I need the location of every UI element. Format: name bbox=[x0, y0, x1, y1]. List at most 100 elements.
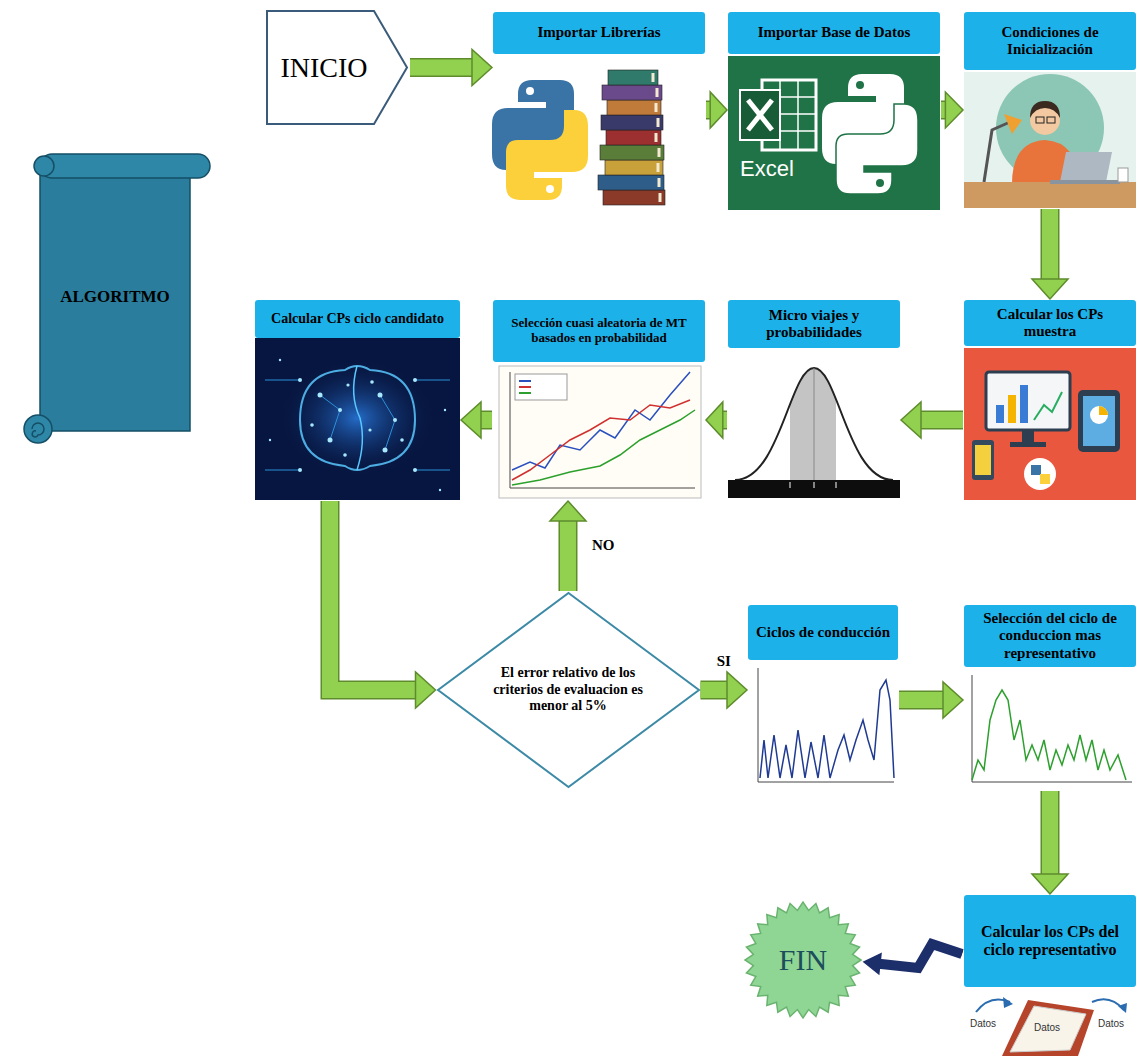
node-text: INICIO bbox=[280, 51, 367, 85]
arrow-outline bbox=[558, 520, 577, 591]
excel-image bbox=[822, 74, 918, 194]
analytics-image bbox=[1031, 465, 1041, 475]
random-walk-chart bbox=[512, 372, 690, 470]
image-label: Datos bbox=[970, 1018, 996, 1030]
arrow-shaft bbox=[330, 501, 417, 690]
analytics-image bbox=[1078, 390, 1120, 452]
arrow-head bbox=[461, 402, 481, 438]
random-walk-chart bbox=[510, 372, 695, 488]
analytics-image bbox=[996, 405, 1004, 423]
random-walk-chart bbox=[499, 366, 701, 498]
neural-brain-image bbox=[383, 448, 388, 453]
driving-cycles-chart bbox=[758, 668, 894, 782]
analytics-image bbox=[1024, 458, 1056, 490]
python-logo-image bbox=[546, 185, 554, 193]
flow-arrow bbox=[1032, 791, 1068, 894]
arrow-outline bbox=[1041, 209, 1060, 280]
process-card: Calcular los CPs muestra bbox=[964, 300, 1136, 500]
bell-curve-image bbox=[728, 350, 900, 500]
bell-curve-image bbox=[728, 350, 900, 500]
arrow-shaft bbox=[560, 520, 576, 591]
neural-brain-image bbox=[279, 359, 281, 361]
flow-arrow bbox=[700, 672, 747, 708]
arrow-head bbox=[1032, 874, 1068, 894]
arrow-shaft bbox=[1042, 791, 1058, 875]
programmer-image bbox=[1118, 168, 1128, 182]
programmer-image bbox=[1050, 180, 1120, 184]
data-folder-image bbox=[964, 989, 1136, 1056]
process-card: Importar Librerías bbox=[493, 12, 705, 210]
arrow-head bbox=[864, 954, 881, 974]
scroll-roll bbox=[40, 154, 210, 178]
arrow-outline bbox=[480, 411, 492, 430]
neural-brain-image bbox=[300, 366, 415, 470]
neural-brain-image bbox=[298, 378, 302, 382]
arrow-outline bbox=[330, 501, 417, 690]
process-card: Condiciones de Inicialización bbox=[964, 12, 1136, 208]
book-stack-image bbox=[606, 130, 661, 145]
card-heading: Selección del ciclo de conduccion mas re… bbox=[964, 605, 1136, 667]
random-walk-chart bbox=[499, 366, 701, 498]
neural-brain-image bbox=[310, 423, 314, 427]
scroll-curl bbox=[32, 423, 44, 437]
excel-image bbox=[836, 104, 918, 194]
analytics-image bbox=[1034, 392, 1062, 420]
excel-image bbox=[748, 100, 772, 130]
programmer-image bbox=[1060, 152, 1112, 182]
data-folder-image bbox=[1003, 997, 1013, 1008]
analytics-image bbox=[975, 445, 991, 475]
arrow-head bbox=[416, 672, 436, 708]
arrow-shaft bbox=[1042, 209, 1058, 280]
programmer-image bbox=[1004, 114, 1022, 134]
programmer-image bbox=[1030, 101, 1060, 118]
start-terminal: INICIO bbox=[266, 10, 408, 125]
arrow-head bbox=[943, 682, 963, 718]
excel-image bbox=[856, 81, 864, 89]
arrow-outline bbox=[1041, 791, 1060, 875]
image-label: Datos bbox=[1098, 1018, 1124, 1030]
excel-image bbox=[728, 56, 940, 210]
bell-curve-image bbox=[728, 480, 900, 498]
analytics-image bbox=[1022, 430, 1034, 442]
neural-brain-image bbox=[269, 439, 271, 441]
book-stack-image bbox=[653, 73, 660, 202]
neural-brain-image bbox=[413, 468, 417, 472]
analytics-image bbox=[1083, 396, 1115, 446]
book-stack-image bbox=[600, 145, 664, 160]
programmer-image bbox=[964, 182, 1136, 208]
neural-brain-image bbox=[378, 393, 383, 398]
neural-brain-image bbox=[255, 338, 460, 500]
python-logo-image bbox=[526, 87, 534, 95]
book-stack-image bbox=[601, 115, 663, 130]
arrow-head bbox=[901, 402, 921, 438]
random-walk-chart bbox=[519, 392, 531, 394]
terminal-shape bbox=[267, 11, 407, 124]
card-heading: Importar Librerías bbox=[493, 12, 705, 54]
arrow-outline bbox=[920, 411, 963, 430]
neural-brain-image bbox=[400, 438, 404, 442]
random-walk-chart bbox=[512, 400, 690, 480]
icon-label: Excel bbox=[740, 156, 794, 181]
excel-image bbox=[836, 104, 918, 194]
random-walk-chart bbox=[519, 380, 531, 382]
representative-cycle-chart bbox=[972, 690, 1126, 780]
scroll-body bbox=[40, 166, 190, 431]
process-card: Selección del ciclo de conduccion mas re… bbox=[964, 605, 1136, 790]
analytics-image bbox=[1008, 395, 1016, 423]
flow-arrow bbox=[1032, 209, 1068, 299]
node-text: ALGORITMO bbox=[60, 287, 170, 307]
arrow-shaft bbox=[899, 692, 944, 708]
analytics-image bbox=[1020, 385, 1028, 423]
programmer-image bbox=[984, 122, 1010, 182]
edge-label: SI bbox=[715, 653, 733, 670]
analytics-image bbox=[1090, 406, 1108, 424]
arrow-outline bbox=[879, 944, 962, 968]
card-heading: Condiciones de Inicialización bbox=[964, 12, 1136, 70]
neural-brain-image bbox=[328, 438, 333, 443]
representative-cycle-chart bbox=[964, 669, 1136, 790]
neural-brain-image bbox=[255, 338, 460, 500]
neural-brain-image bbox=[354, 366, 363, 470]
book-stack-image bbox=[598, 70, 665, 205]
starburst-shape bbox=[745, 902, 861, 1018]
